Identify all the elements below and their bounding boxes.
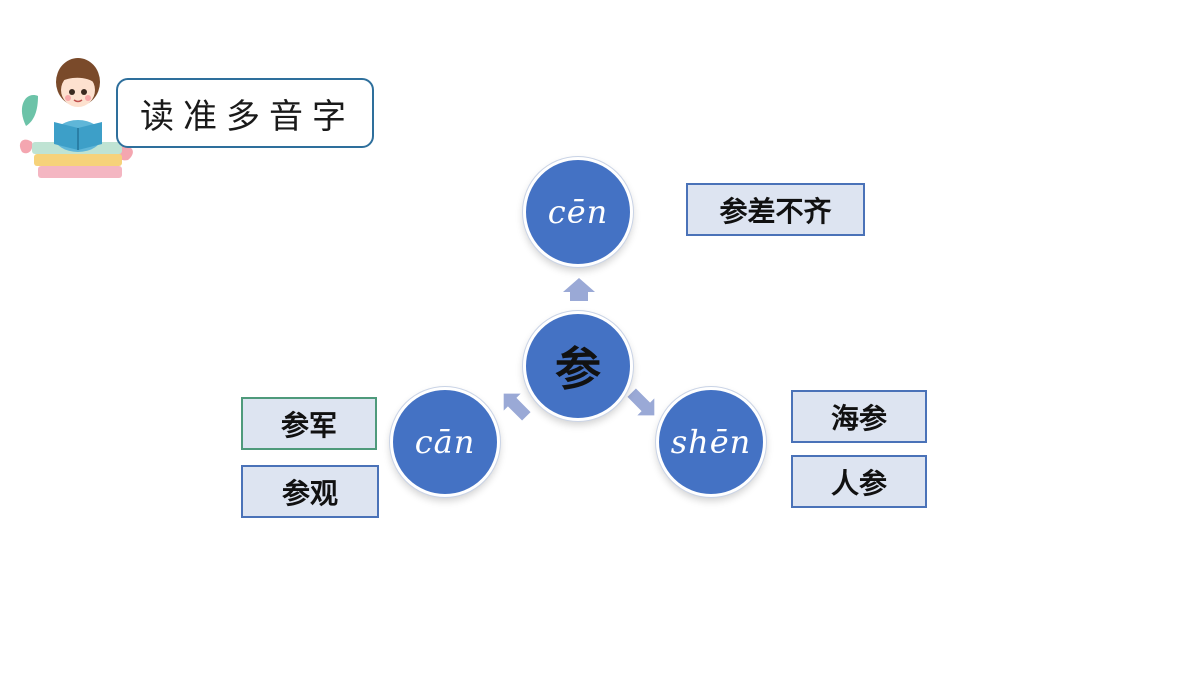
- word-box-cenci-buqi: 参差不齐: [686, 183, 865, 236]
- arrow-lower-right-icon: [627, 388, 655, 416]
- arrow-up-icon: [563, 278, 595, 301]
- pinyin-shen: shēn: [670, 423, 752, 461]
- word-text: 参军: [280, 408, 337, 442]
- center-circle: 参: [523, 311, 633, 421]
- center-character: 参: [555, 342, 601, 396]
- reading-circle-can: cān: [390, 387, 500, 497]
- reading-circle-shen: shēn: [656, 387, 766, 497]
- word-box-renshen: 人参: [791, 455, 927, 508]
- word-text: 人参: [830, 466, 887, 500]
- title-badge: 读准多音字: [116, 78, 374, 148]
- word-text: 参差不齐: [719, 194, 832, 228]
- reading-circle-cen: cēn: [523, 157, 633, 267]
- girl-reading-book-icon: [19, 58, 137, 178]
- word-box-canguan: 参观: [241, 465, 379, 518]
- word-text: 海参: [830, 401, 887, 435]
- word-box-haishen: 海参: [791, 390, 927, 443]
- page-title: 读准多音字: [140, 96, 355, 137]
- pinyin-can: cān: [414, 423, 476, 461]
- word-box-canjun: 参军: [241, 397, 377, 450]
- pinyin-cen: cēn: [547, 193, 609, 231]
- word-text: 参观: [281, 476, 338, 510]
